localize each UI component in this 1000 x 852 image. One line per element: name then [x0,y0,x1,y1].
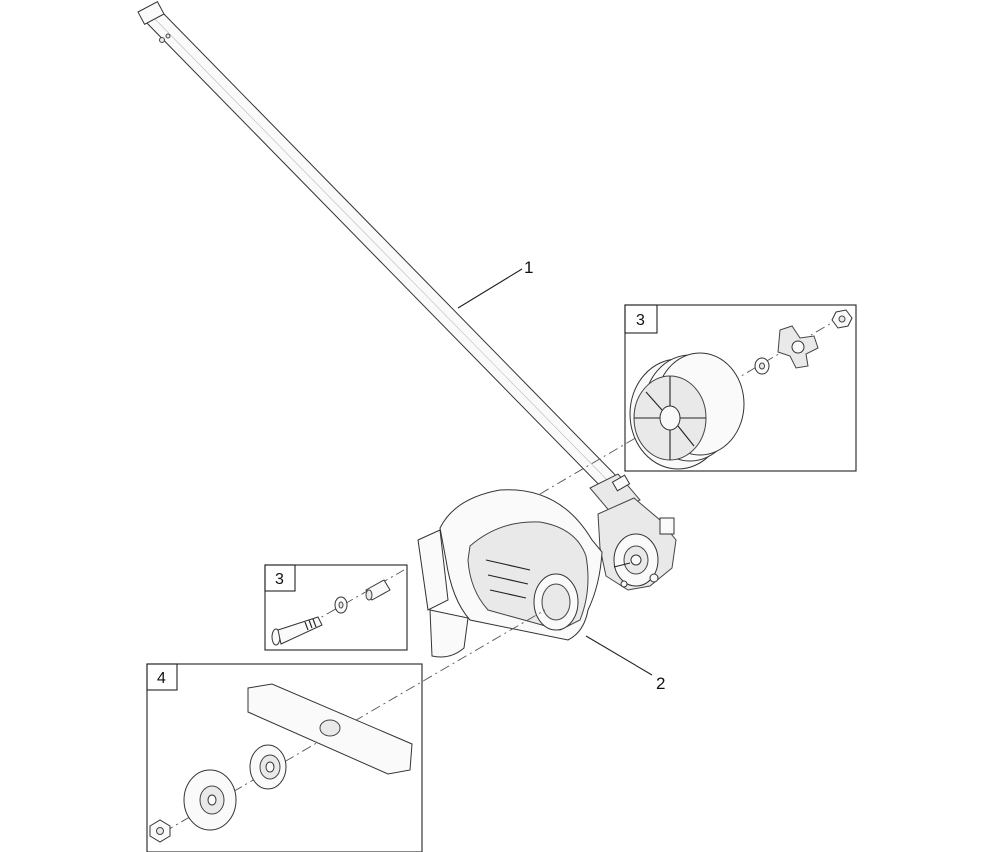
bolt-kit-tag-box [264,564,296,592]
leader-1 [457,268,523,309]
blade-nut [149,819,171,843]
wheel-washer [754,357,770,375]
callout-1-label: 1 [524,258,533,277]
shaft-tube [137,0,641,515]
spacer-sleeve [365,579,391,601]
blade-washer [183,769,237,831]
bolt-washer [334,596,348,614]
blade-kit-tag-box [146,663,178,691]
leader-2 [585,635,653,676]
wheel-kit-tag: 3 [636,312,645,329]
blade-kit-box [146,663,423,852]
wheel-nut [831,309,853,329]
edger-blade [247,683,413,775]
wheel-knob [777,325,819,369]
wheel-kit-box [624,304,857,472]
callout-2-label: 2 [656,674,665,693]
blade-adapter [249,744,287,790]
bolt-kit-tag: 3 [275,571,284,588]
edger-guard [417,489,603,658]
gear-head [597,497,677,591]
wheel-kit-tag-box [624,304,658,334]
carriage-bolt [271,616,323,646]
bolt-kit-box [264,564,408,651]
wheel [629,352,745,470]
blade-kit-tag: 4 [157,670,166,687]
